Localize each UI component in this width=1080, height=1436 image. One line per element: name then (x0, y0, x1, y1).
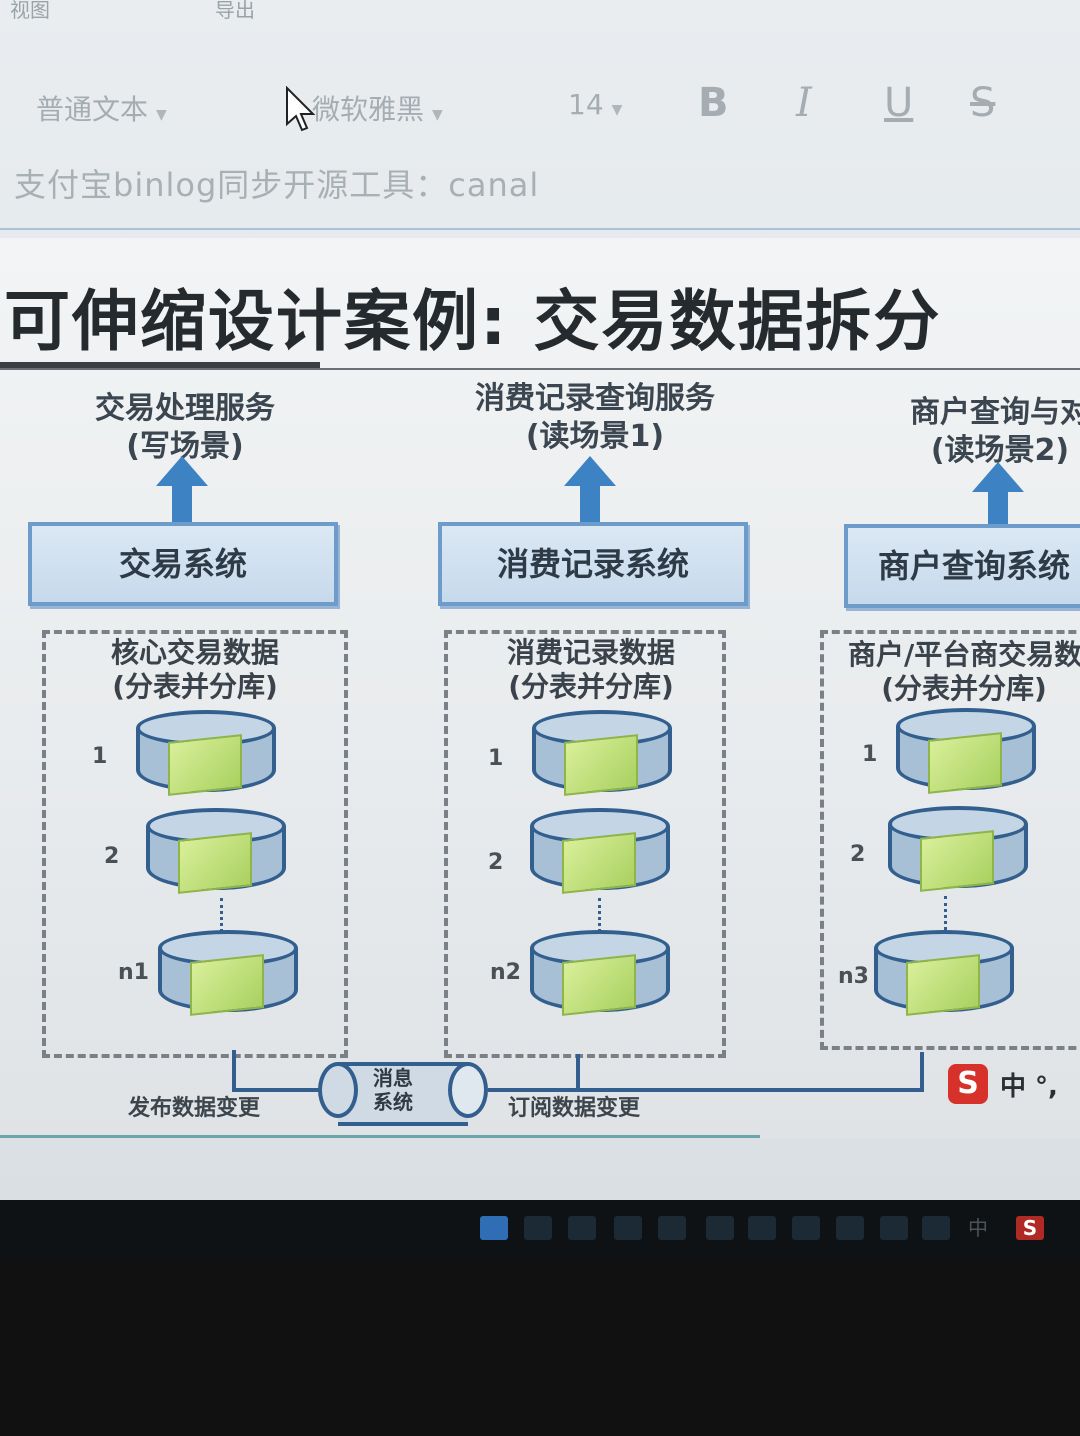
tray-app-icon[interactable] (880, 1216, 908, 1240)
database-icon (896, 708, 1036, 798)
database-icon (888, 806, 1028, 896)
embedded-slide: 可伸缩设计案例: 交易数据拆分 交易处理服务 (写场景) 消费记录查询服务 (读… (0, 238, 1080, 1138)
connector-dots (598, 898, 601, 932)
service-scenario: (读场景1) (525, 419, 665, 454)
service-name: 交易处理服务 (95, 391, 275, 426)
underline-button[interactable]: U (884, 80, 914, 126)
group-title: 商户/平台商交易数 (分表并分库) (848, 638, 1080, 706)
battery-icon[interactable] (792, 1216, 820, 1240)
system-box-transaction: 交易系统 (28, 522, 338, 606)
connector-dots (944, 896, 947, 930)
connector-dots (220, 898, 223, 932)
service-label-write: 交易处理服务 (写场景) (60, 390, 310, 466)
message-system-label: 系统 (373, 1090, 413, 1114)
system-box-consumption: 消费记录系统 (438, 522, 748, 606)
group-title-line: (分表并分库) (508, 670, 674, 703)
security-icon[interactable] (614, 1216, 642, 1240)
group-title-line: 核心交易数据 (110, 636, 279, 669)
volume-icon[interactable] (922, 1216, 950, 1240)
service-label-read2: 商户查询与对 (读场景2) (880, 394, 1080, 470)
database-icon (158, 930, 298, 1020)
font-family-select[interactable]: 微软雅黑 ▼ (312, 88, 443, 128)
group-title: 核心交易数据 (分表并分库) (80, 636, 310, 704)
bluetooth-icon[interactable] (748, 1216, 776, 1240)
message-system-icon: 消息 系统 (318, 1062, 488, 1126)
data-group-core (42, 630, 348, 1058)
chevron-down-icon: ▼ (156, 107, 167, 123)
divider (0, 228, 1080, 230)
tray-app-icon[interactable] (706, 1216, 734, 1240)
database-icon (136, 710, 276, 800)
group-title: 消费记录数据 (分表并分库) (476, 636, 706, 704)
group-title-line: (分表并分库) (112, 670, 278, 703)
menu-bar: 视图 导出 (0, 0, 1080, 30)
group-title-line: 消费记录数据 (506, 636, 675, 669)
document-heading[interactable]: 支付宝binlog同步开源工具：canal (14, 166, 540, 204)
sogou-tray-icon[interactable]: S (1016, 1216, 1044, 1240)
service-label-read1: 消费记录查询服务 (读场景1) (450, 380, 740, 456)
flow-line (920, 1052, 924, 1092)
service-name: 消费记录查询服务 (475, 381, 715, 416)
db-label: n2 (490, 960, 521, 985)
tray-app-icon[interactable] (658, 1216, 686, 1240)
ime-status-bar[interactable]: S 中 °, (948, 1064, 1080, 1104)
db-label: 1 (488, 746, 504, 771)
ime-mode-label: 中 °, (1000, 1072, 1058, 1102)
data-group-consumption (444, 630, 726, 1058)
db-label: n3 (838, 964, 869, 989)
service-name: 商户查询与对 (910, 395, 1080, 430)
menu-item-view[interactable]: 视图 (10, 0, 50, 22)
system-box-merchant: 商户查询系统 (844, 524, 1080, 608)
title-underline (0, 362, 320, 370)
font-size-select[interactable]: 14 ▼ (568, 88, 622, 121)
slide-bottom-rule (0, 1135, 760, 1138)
message-system-label: 消息 (373, 1066, 413, 1090)
db-label: 1 (92, 744, 108, 769)
db-label: 1 (862, 742, 878, 767)
font-family-value: 微软雅黑 (312, 93, 425, 126)
tray-app-icon[interactable] (568, 1216, 596, 1240)
italic-button[interactable]: I (796, 80, 812, 126)
db-label: 2 (850, 842, 866, 867)
network-icon[interactable] (836, 1216, 864, 1240)
flow-line (232, 1050, 236, 1090)
mouse-cursor-icon (286, 86, 316, 132)
database-icon (874, 930, 1014, 1020)
group-title-line: 商户/平台商交易数 (848, 638, 1080, 671)
flow-line (488, 1088, 924, 1092)
flow-line (232, 1088, 322, 1092)
database-icon (530, 808, 670, 898)
format-toolbar: 普通文本 ▼ 微软雅黑 ▼ 14 ▼ B I U S (0, 80, 1080, 140)
db-label: 2 (488, 850, 504, 875)
slide-title: 可伸缩设计案例: 交易数据拆分 (4, 283, 942, 360)
taskbar: 中 S (0, 1200, 1080, 1260)
menu-item-export[interactable]: 导出 (215, 0, 255, 22)
group-title-line: (分表并分库) (881, 672, 1047, 705)
db-label: n1 (118, 960, 149, 985)
strikethrough-button[interactable]: S (970, 80, 996, 126)
paragraph-style-value: 普通文本 (36, 93, 149, 126)
flow-line (576, 1054, 580, 1090)
font-size-value: 14 (568, 88, 604, 121)
database-icon (530, 930, 670, 1020)
shield-icon[interactable] (524, 1216, 552, 1240)
data-group-merchant (820, 630, 1080, 1050)
app-window: 视图 导出 普通文本 ▼ 微软雅黑 ▼ 14 ▼ B I U S 支付宝binlog同… (0, 0, 1080, 1200)
subscribe-label: 订阅数据变更 (508, 1096, 641, 1121)
paragraph-style-select[interactable]: 普通文本 ▼ (36, 88, 167, 128)
tray-app-icon[interactable] (480, 1216, 508, 1240)
publish-label: 发布数据变更 (128, 1096, 261, 1121)
database-icon (146, 808, 286, 898)
bold-button[interactable]: B (698, 80, 729, 126)
chevron-down-icon: ▼ (611, 102, 623, 118)
db-label: 2 (104, 844, 120, 869)
chevron-down-icon: ▼ (432, 107, 443, 123)
ime-tray-label[interactable]: 中 (968, 1216, 988, 1240)
sogou-logo-icon: S (948, 1064, 988, 1104)
database-icon (532, 710, 672, 800)
title-rule (0, 368, 1080, 370)
